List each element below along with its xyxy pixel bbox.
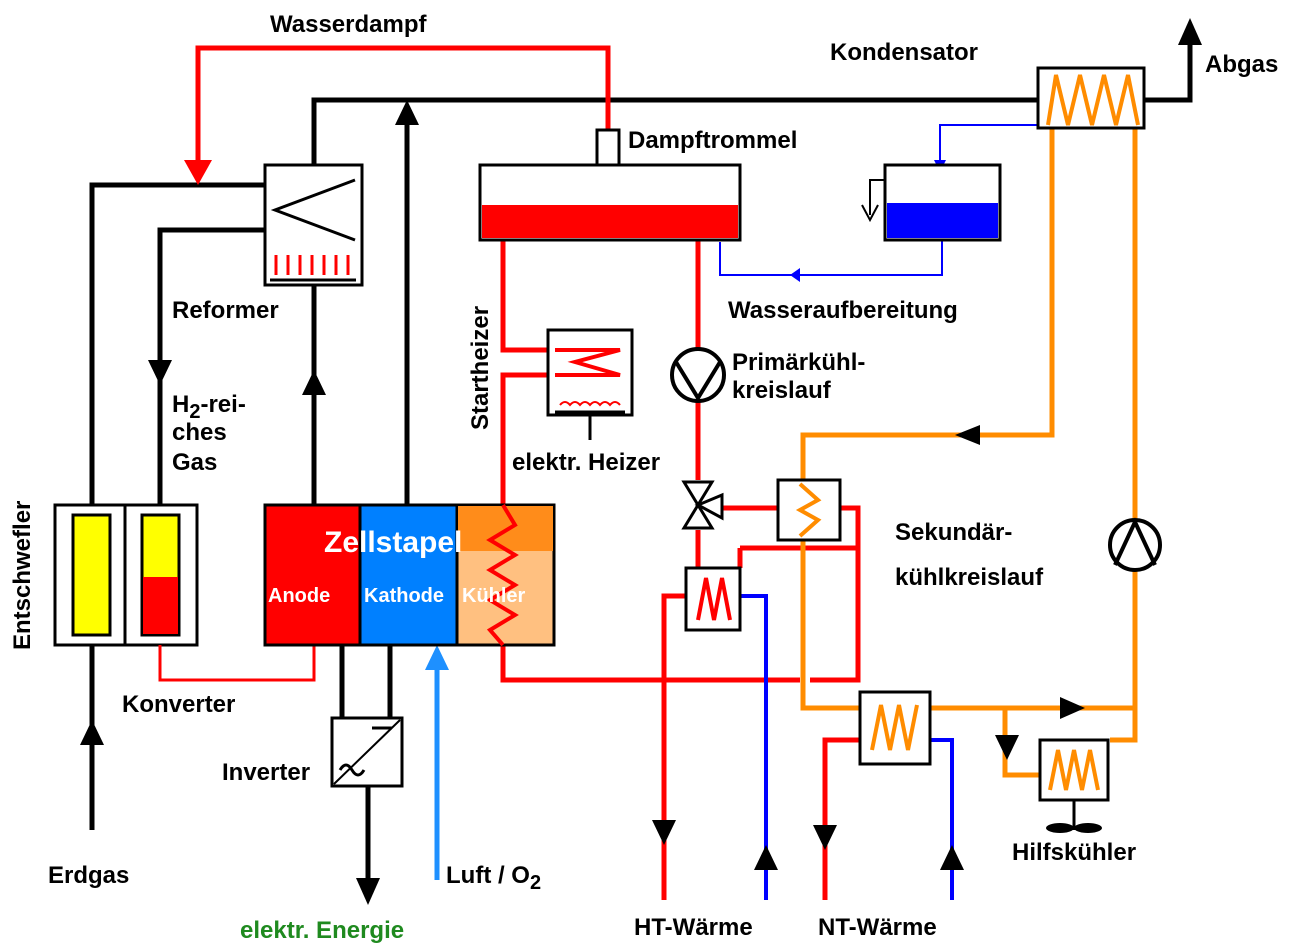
- gas-arrows: [80, 18, 1202, 905]
- label-primaer-1: Primärkühl-: [732, 349, 865, 376]
- label-h2-ches: ches: [172, 419, 227, 446]
- steam-arrow: [184, 160, 212, 185]
- label-kuehler: Kühler: [462, 585, 526, 607]
- auxiliary-cooler: [1038, 738, 1110, 833]
- label-hilfskuehler: Hilfskühler: [1012, 839, 1136, 866]
- label-konverter: Konverter: [122, 691, 235, 718]
- secondary-lines: [800, 125, 1138, 778]
- electric-heater: [546, 328, 634, 440]
- label-startheizer: Startheizer: [467, 306, 494, 430]
- label-erdgas: Erdgas: [48, 862, 129, 889]
- condenser: [1036, 66, 1146, 130]
- secondary-pump: [1108, 517, 1162, 572]
- label-wasserdampf: Wasserdampf: [270, 11, 428, 38]
- label-reformer: Reformer: [172, 297, 279, 324]
- label-wasseraufbereitung: Wasseraufbereitung: [728, 297, 958, 324]
- steam-lines: [195, 45, 861, 900]
- label-nt-waerme: NT-Wärme: [818, 914, 937, 941]
- heat-exchanger-ht: [684, 566, 742, 632]
- label-kathode: Kathode: [364, 585, 444, 607]
- cell-stack: [263, 503, 556, 647]
- label-primaer-2: kreislauf: [732, 377, 832, 404]
- heat-exchanger-nt: [858, 690, 932, 766]
- label-dampftrommel: Dampftrommel: [628, 127, 797, 154]
- water-tank: [861, 163, 1002, 242]
- reformer: [263, 163, 364, 287]
- desulfurizer: [53, 503, 127, 647]
- converter: [123, 503, 199, 647]
- label-h2-gas: Gas: [172, 449, 217, 476]
- label-entschwefler: Entschwefler: [9, 501, 36, 650]
- steam-drum: [478, 128, 742, 242]
- label-abgas: Abgas: [1205, 51, 1278, 78]
- label-luft: Luft / O2: [446, 862, 541, 894]
- three-way-valve: [681, 480, 724, 530]
- label-zellstapel: Zellstapel: [324, 526, 462, 559]
- inverter: [330, 716, 404, 788]
- label-sekundaer-1: Sekundär-: [895, 519, 1012, 546]
- label-kondensator: Kondensator: [830, 39, 978, 66]
- label-elektr-heizer: elektr. Heizer: [512, 449, 660, 476]
- heat-exchanger-secondary: [776, 478, 842, 542]
- primary-pump: [670, 347, 726, 403]
- label-sekundaer-2: kühlkreislauf: [895, 564, 1044, 591]
- water-lines: [719, 124, 1040, 276]
- label-h2-reiches: H2-rei-: [172, 391, 246, 423]
- label-inverter: Inverter: [222, 759, 310, 786]
- label-elektr-energie: elektr. Energie: [240, 917, 404, 944]
- label-anode: Anode: [268, 585, 330, 607]
- label-ht-waerme: HT-Wärme: [634, 914, 753, 941]
